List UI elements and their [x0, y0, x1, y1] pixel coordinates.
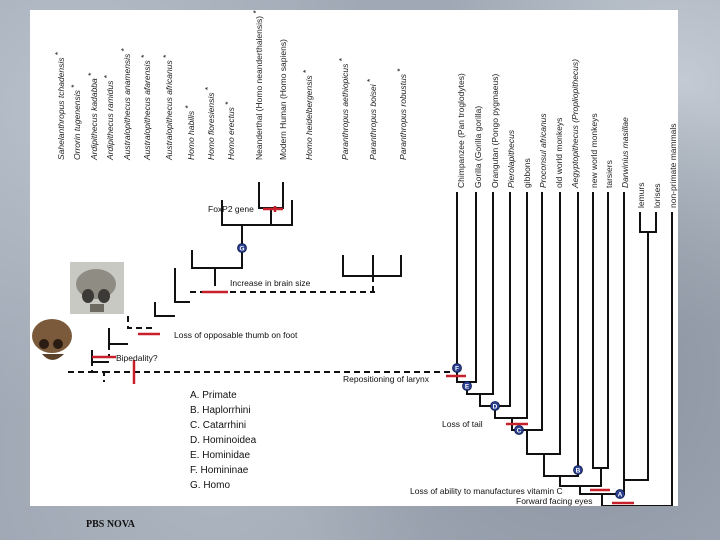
taxon-label: Ardipithecus kadabba *	[86, 72, 99, 161]
branch	[108, 328, 128, 345]
primate-cladogram: Sahelanthropus tchadensis * Orrorin tuge…	[30, 10, 678, 506]
taxon-label: Paranthropus aethiopicus *	[337, 57, 350, 160]
branch	[154, 302, 175, 317]
node-label: D	[493, 404, 498, 411]
node-c	[514, 425, 524, 435]
branch	[221, 200, 271, 226]
legend-item: F. Homininae	[190, 465, 249, 476]
taxon-label: Gorilla (Gorilla gorilla)	[473, 106, 483, 188]
credit-text: PBS NOVA	[86, 519, 135, 530]
taxon-labels: Sahelanthropus tchadensis * Orrorin tuge…	[53, 10, 678, 208]
taxon-label: Darwinius masillae	[620, 117, 630, 188]
branch	[592, 192, 609, 469]
legend-item: C. Catarrhini	[190, 420, 246, 431]
clade-nodes: G F E D C B A	[237, 243, 625, 499]
node-e	[462, 381, 472, 391]
node-a	[615, 489, 625, 499]
node-b	[573, 465, 583, 475]
taxon-label: non-primate mammals	[668, 123, 678, 208]
taxon-label: Orrorin tugenensis *	[69, 84, 82, 160]
taxon-label: Proconsul africanus	[538, 113, 548, 188]
taxon-label: Neanderthal (Homo neanderthalensis) *	[251, 10, 264, 160]
taxon-label: Australopithecus anamensis *	[119, 47, 132, 161]
taxon-label: gibbons	[522, 158, 532, 188]
annotation-vitamin-c: Loss of ability to manufactures vitamin …	[410, 486, 563, 496]
legend-item: E. Hominidae	[190, 450, 250, 461]
node-label: F	[455, 366, 459, 373]
taxon-label: lemurs	[636, 182, 646, 208]
diagram-panel: Sahelanthropus tchadensis * Orrorin tuge…	[30, 10, 678, 506]
dashed-branch	[127, 316, 155, 329]
branch	[466, 192, 494, 395]
branch	[639, 212, 657, 233]
taxon-label: Pierolapithecus	[506, 129, 516, 188]
taxon-label: Chimpanzee (Pan troglodytes)	[456, 73, 466, 188]
taxon-label: Homo heidelbergensis *	[301, 69, 314, 160]
branch	[456, 192, 477, 383]
taxon-label: Paranthropus boisei *	[365, 78, 378, 160]
taxon-label: Aegyptopithecus (Propliopithecus)	[570, 59, 580, 189]
dashed-branch	[92, 371, 105, 382]
branch	[270, 200, 293, 226]
annotation-foxp2: FoxP2 gene	[208, 204, 254, 214]
node-d	[490, 401, 500, 411]
taxon-label: Australopithecus africanus *	[161, 54, 174, 161]
annotation-larynx: Repositioning of larynx	[343, 374, 430, 384]
branch	[601, 212, 673, 506]
branch	[624, 232, 649, 481]
taxon-label: Homo habilis *	[183, 104, 196, 160]
legend-item: G. Homo	[190, 480, 230, 491]
annotation-brain: Increase in brain size	[230, 278, 311, 288]
skull-photo	[70, 262, 124, 314]
taxon-label: Australopithecus afarensis *	[139, 54, 152, 161]
node-label: C	[517, 428, 522, 435]
legend-item: A. Primate	[190, 390, 237, 401]
branch	[479, 192, 511, 407]
node-label: B	[576, 468, 581, 475]
taxon-label: Sahelanthropus tchadensis *	[53, 51, 66, 160]
taxon-label: new world monkeys	[589, 113, 599, 188]
legend-item: D. Hominoidea	[190, 435, 257, 446]
trait-markers	[92, 206, 634, 505]
taxon-label: Modern Human (Homo sapiens)	[278, 39, 288, 160]
legend: A. Primate B. Haplorrhini C. Catarrhini …	[190, 390, 257, 491]
annotation-eyes: Forward facing eyes	[516, 496, 593, 506]
annotation-thumb: Loss of opposable thumb on foot	[174, 330, 298, 340]
node-f	[452, 363, 462, 373]
taxon-label: old world monkeys	[554, 118, 564, 188]
taxon-label: Homo floresiensis *	[203, 86, 216, 160]
taxon-label: tarsiers	[604, 160, 614, 188]
taxon-label: Ardipithecus ramidus *	[102, 74, 115, 161]
node-label: A	[618, 492, 623, 499]
annotation-bipedality: Bipedality?	[116, 353, 158, 363]
branch	[191, 248, 243, 269]
taxon-label: Homo erectus *	[223, 101, 236, 160]
branch	[174, 268, 190, 303]
branch	[526, 192, 561, 455]
taxon-label: lorises	[652, 183, 662, 208]
branch	[579, 192, 625, 495]
taxon-label: Paranthropus robustus *	[395, 68, 408, 160]
node-label: E	[465, 384, 470, 391]
node-g	[237, 243, 247, 253]
skull-photo	[30, 315, 74, 367]
node-label: G	[239, 246, 244, 253]
branch	[258, 182, 284, 209]
legend-item: B. Haplorrhini	[190, 405, 251, 416]
homo-clade	[68, 182, 454, 382]
primate-clade	[456, 192, 673, 506]
annotation-tail: Loss of tail	[442, 419, 483, 429]
taxon-label: Orangutan (Pongo pygmaeus)	[490, 73, 500, 188]
